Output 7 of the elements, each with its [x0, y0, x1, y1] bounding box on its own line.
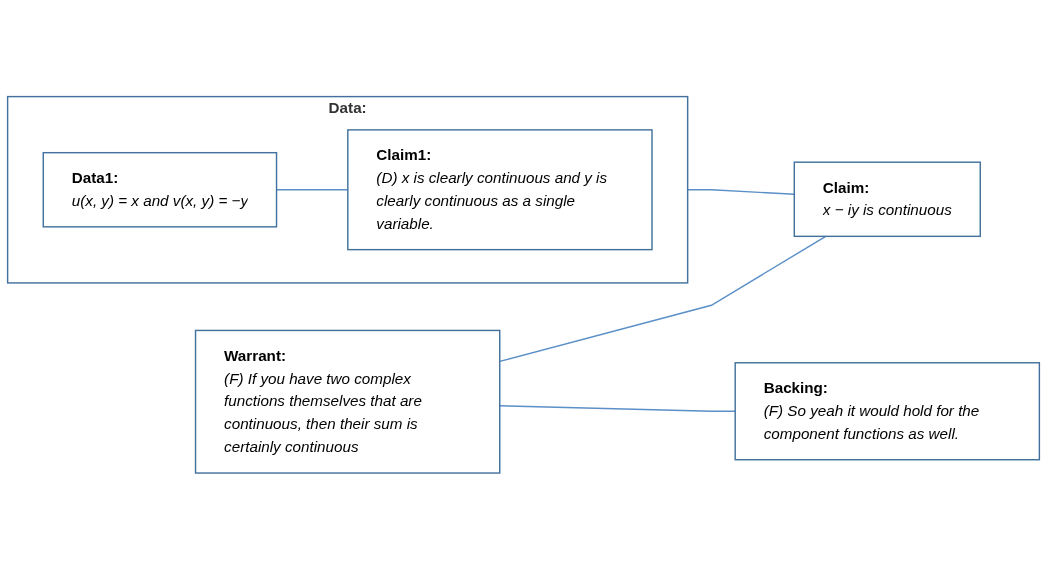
node-box: Claim1: (D) x is clearly continuous and y is clearly continuous as a single variable. [347, 128, 653, 251]
connector [499, 404, 736, 412]
node-box: Data1: u(x, y) = x and v(x, y) = −y [42, 151, 278, 228]
node-box: Claim: x − iy is continuous [793, 161, 981, 237]
connector [499, 235, 827, 362]
node-box: Backing: (F) So yeah it would hold for the component functions as well. [734, 361, 1041, 461]
node-box: Warrant: (F) If you have two complex functions themselves that are continuous, then their sum is certainly continuous [194, 329, 501, 474]
